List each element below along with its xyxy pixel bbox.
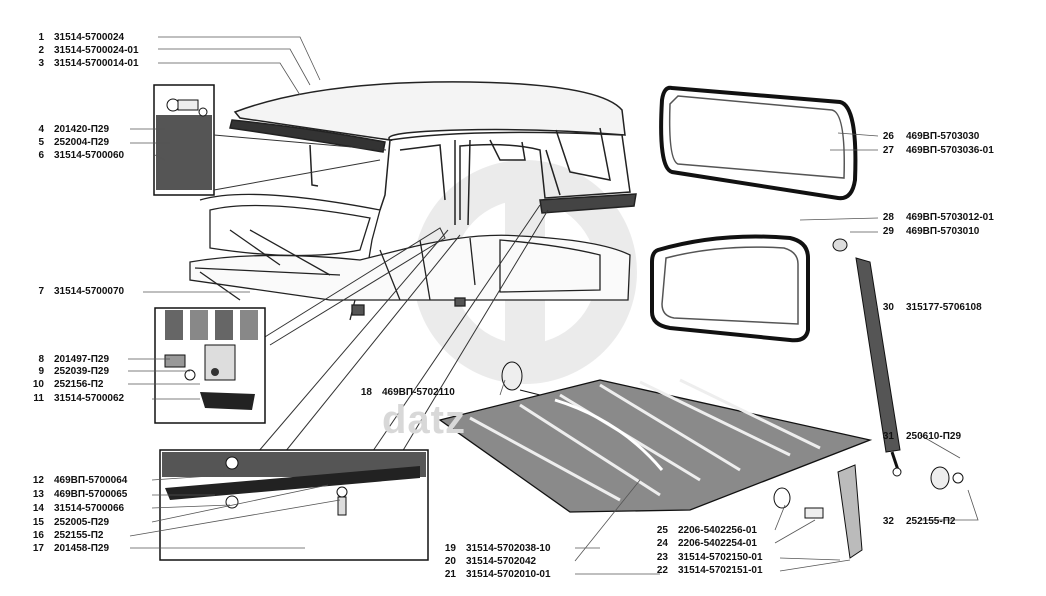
inset-roof-fastener [153,84,387,196]
handle-parts [773,464,863,559]
hardtop-roof [229,81,637,226]
gas-strut [832,238,964,490]
leader-lines [128,36,979,575]
cab-body [189,193,631,321]
floor-mat [438,361,873,513]
leader-beams [257,204,549,473]
inset-bracket [154,307,266,424]
rear-window [659,85,858,201]
inset-seal-strip [159,449,429,561]
side-window [650,234,810,343]
watermark-text: datz [382,398,466,442]
